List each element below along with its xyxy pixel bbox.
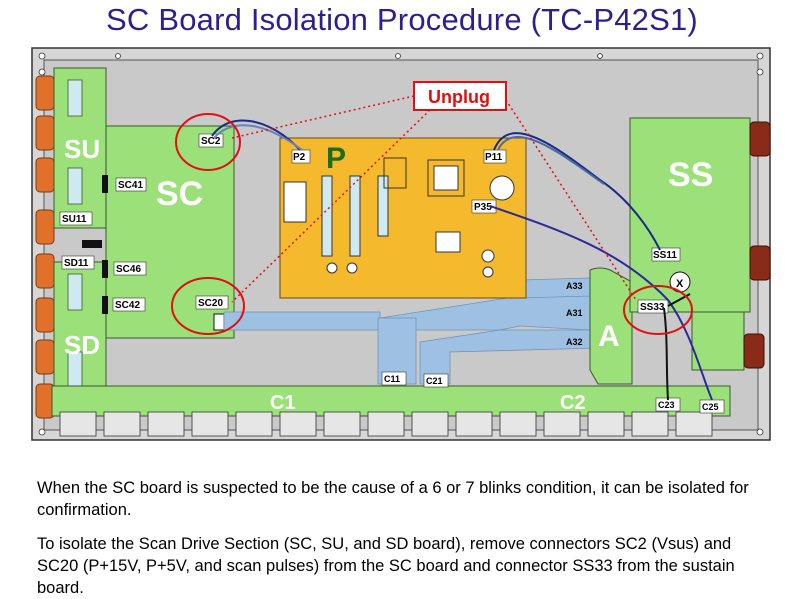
su-sd-chips (67, 79, 83, 389)
bottom-connectors: C11 C21 C23 C25 (381, 371, 725, 414)
a31-label: A31 (566, 308, 583, 318)
left-panel-connectors (35, 75, 55, 419)
paragraph-intro: When the SC board is suspected to be the… (37, 478, 749, 519)
page-title: SC Board Isolation Procedure (TC-P42S1) (106, 2, 698, 37)
board-layout-diagram: SU SD SC SC2 SC41 SU11 SD11 SC46 SC42 SC… (31, 47, 771, 441)
a-label: A (598, 320, 620, 353)
p-connector-labels: P2 P11 P35 (291, 149, 507, 214)
unplug-callout: Unplug (413, 81, 507, 111)
p-board-components (283, 157, 515, 278)
sc41-label: SC41 (118, 180, 143, 191)
ss11-label: SS11 (653, 250, 677, 261)
connector-labels: SC2 SC41 SU11 SD11 SC46 SC42 SC20 (59, 133, 229, 312)
sd11-label: SD11 (64, 258, 89, 269)
a33-label: A33 (566, 281, 583, 291)
p11-label: P11 (485, 152, 503, 163)
p-label: P (326, 142, 346, 175)
p35-label: P35 (474, 202, 492, 213)
bottom-tcp-connectors (59, 411, 713, 437)
wires (211, 119, 713, 401)
sc20-label: SC20 (198, 298, 223, 309)
c11-label: C11 (384, 374, 400, 384)
x-label: X (676, 278, 684, 290)
c23-label: C23 (658, 400, 675, 410)
ss-label: SS (668, 156, 713, 194)
sc-label: SC (156, 175, 203, 213)
c25-label: C25 (702, 402, 719, 412)
callout-circles (171, 113, 693, 335)
c2-label: C2 (560, 392, 586, 414)
sd-label: SD (64, 330, 100, 360)
su11-label: SU11 (62, 214, 87, 225)
paragraph-procedure: To isolate the Scan Drive Section (SC, S… (37, 534, 735, 597)
c1-label: C1 (270, 392, 296, 414)
su-label: SU (64, 134, 100, 164)
a-board (589, 267, 633, 385)
ss-board-lower (691, 311, 745, 371)
a32-label: A32 (566, 337, 583, 347)
right-panel-connectors (743, 121, 771, 369)
c1-c2-board (51, 385, 731, 417)
unplug-label: Unplug (428, 87, 490, 107)
flat-cables (223, 277, 601, 385)
ss-connector-labels: SS11 SS33 (637, 247, 681, 314)
a-connector-labels: A33 A31 A32 (566, 281, 583, 347)
ss33-label: SS33 (640, 302, 665, 313)
sc2-label: SC2 (201, 136, 221, 147)
c21-label: C21 (426, 376, 443, 386)
chassis-holes (38, 52, 764, 436)
sc42-label: SC42 (115, 300, 140, 311)
sc46-label: SC46 (116, 264, 141, 275)
callout-leaders (231, 95, 637, 303)
p2-label: P2 (293, 152, 306, 163)
